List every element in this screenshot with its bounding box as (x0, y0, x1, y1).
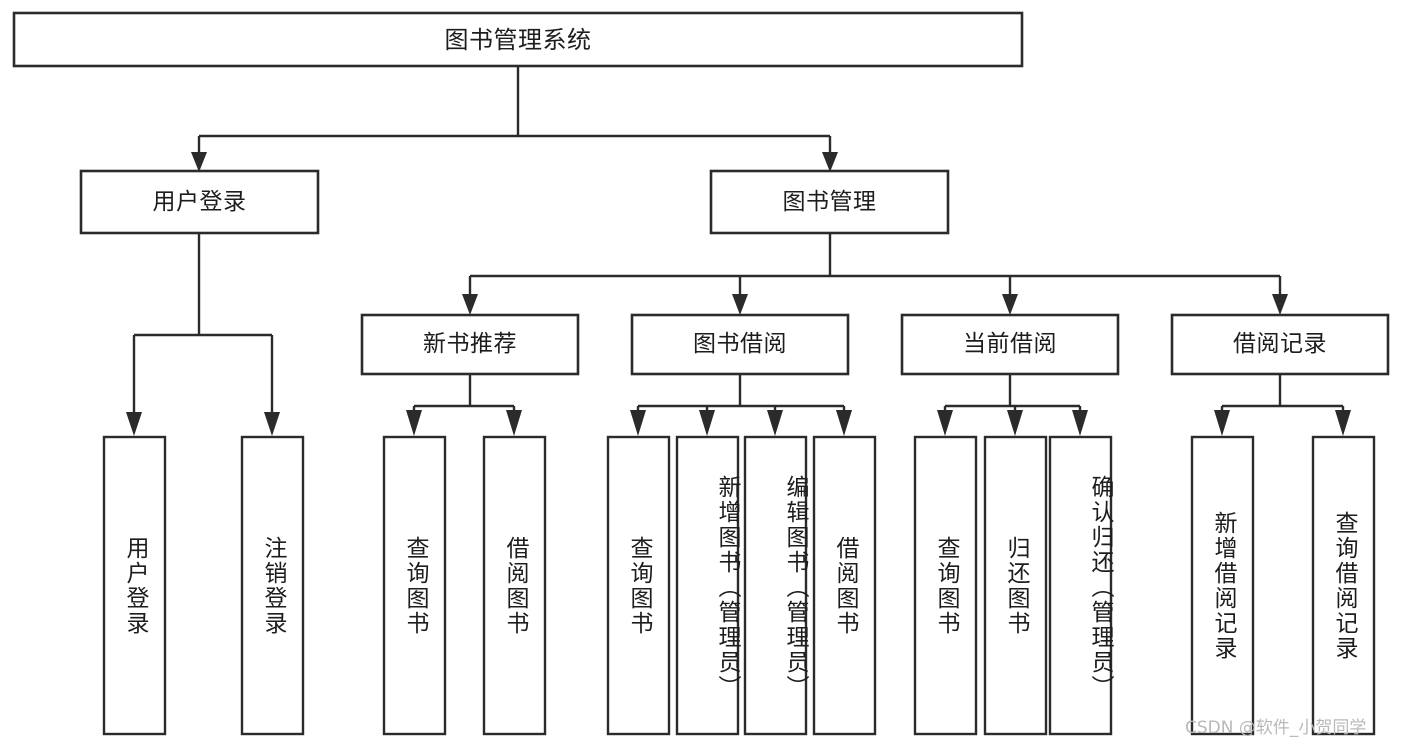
node-current-borrow-box[interactable] (900, 313, 1120, 376)
leaf-box-new-book-1[interactable] (382, 435, 447, 736)
arrow-head-current-borrow-leaf-3 (1072, 410, 1088, 436)
arrow-head-new-book (462, 294, 478, 315)
leaf-box-current-borrow-2[interactable] (983, 435, 1048, 736)
arrow-head-user-login-leaf-1 (126, 412, 142, 436)
leaf-box-current-borrow-1[interactable] (913, 435, 978, 736)
arrow-head-borrow-record (1272, 294, 1288, 315)
arrow-head-new-book-leaf-2 (506, 410, 522, 436)
arrow-head-new-book-leaf-1 (406, 410, 422, 436)
arrow-head-borrow-record-leaf-1 (1214, 410, 1230, 436)
arrow-head-book-manage (822, 152, 838, 172)
arrow-head-book-borrow-leaf-1 (630, 410, 646, 436)
arrow-head-book-borrow-leaf-4 (836, 410, 852, 436)
arrow-head-book-borrow-leaf-3 (767, 410, 783, 436)
leaf-box-new-book-2[interactable] (482, 435, 547, 736)
arrow-head-book-borrow-leaf-2 (699, 410, 715, 436)
arrow-head-user-login-leaf-2 (264, 412, 280, 436)
node-root-box[interactable] (12, 11, 1024, 68)
arrow-head-user-login (191, 152, 207, 172)
arrow-head-borrow-record-leaf-2 (1335, 410, 1351, 436)
leaf-box-user-login-2[interactable] (240, 435, 305, 736)
node-new-book-box[interactable] (360, 313, 580, 376)
node-user-login-box[interactable] (79, 169, 320, 235)
arrow-head-current-borrow-leaf-1 (937, 410, 953, 436)
leaf-box-user-login-1[interactable] (102, 435, 167, 736)
leaf-box-current-borrow-3[interactable] (1048, 435, 1113, 736)
arrow-head-current-borrow (1002, 294, 1018, 315)
leaf-box-book-borrow-3[interactable] (743, 435, 808, 736)
leaf-box-book-borrow-4[interactable] (812, 435, 877, 736)
leaf-box-book-borrow-1[interactable] (606, 435, 671, 736)
node-book-manage-box[interactable] (709, 169, 950, 235)
node-book-borrow-box[interactable] (630, 313, 850, 376)
arrow-head-book-borrow (732, 294, 748, 315)
arrow-head-current-borrow-leaf-2 (1007, 410, 1023, 436)
leaf-box-borrow-record-2[interactable] (1311, 435, 1376, 736)
csdn-watermark: CSDN @软件_小贺同学 (1185, 718, 1367, 738)
node-borrow-record-box[interactable] (1170, 313, 1390, 376)
leaf-box-borrow-record-1[interactable] (1190, 435, 1255, 736)
leaf-box-book-borrow-2[interactable] (675, 435, 740, 736)
